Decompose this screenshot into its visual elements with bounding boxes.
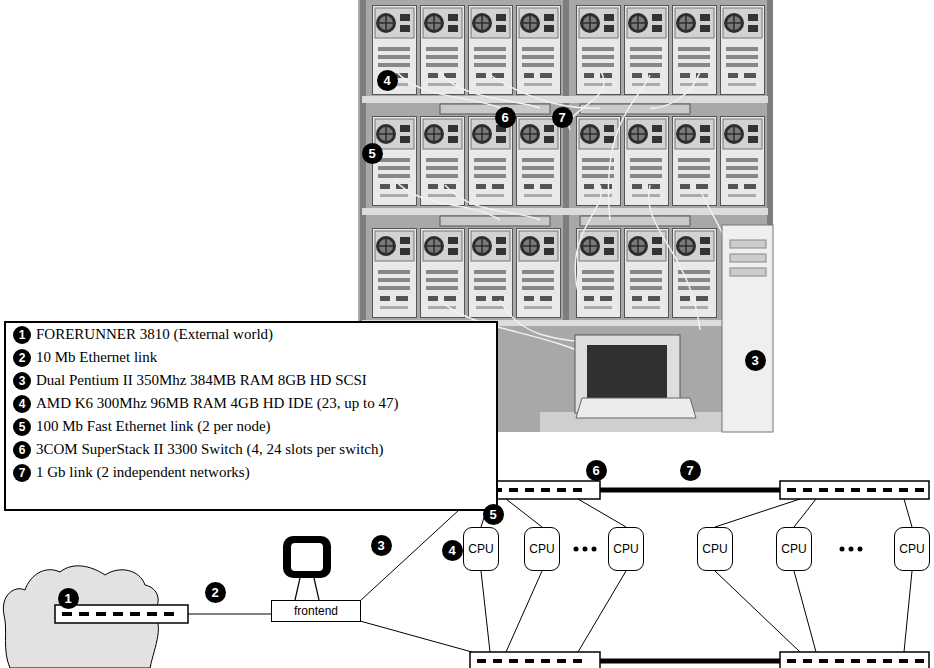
ethernet-link bbox=[188, 613, 272, 614]
switch-unit bbox=[580, 104, 690, 114]
pc-rear bbox=[577, 229, 621, 318]
frontend-link bbox=[360, 621, 472, 652]
keyboard bbox=[576, 398, 696, 418]
drive-bay bbox=[730, 254, 766, 262]
switch bbox=[470, 652, 600, 668]
pc-rear bbox=[421, 229, 465, 318]
cables bbox=[395, 70, 760, 360]
callout-number: 6 bbox=[586, 460, 607, 481]
callout-number: 4 bbox=[377, 70, 398, 91]
legend-text: 3COM SuperStack II 3300 Switch (4, 24 sl… bbox=[36, 441, 383, 458]
shelf bbox=[362, 208, 768, 215]
pc-rear bbox=[421, 6, 465, 95]
switch bbox=[780, 481, 929, 499]
node-label: CPU bbox=[781, 542, 806, 556]
legend-row: 5 100 Mb Fast Ethernet link (2 per node) bbox=[6, 415, 496, 438]
monitor-stand bbox=[295, 578, 319, 600]
callout-number: 7 bbox=[13, 464, 31, 482]
legend-row: 4 AMD K6 300Mhz 96MB RAM 4GB HD IDE (23, … bbox=[6, 392, 496, 415]
cpu-node: CPU bbox=[608, 527, 644, 571]
legend-text: AMD K6 300Mhz 96MB RAM 4GB HD IDE (23, u… bbox=[36, 395, 399, 412]
gigabit-link bbox=[600, 488, 780, 493]
pc-rear bbox=[625, 117, 669, 206]
legend-row: 1 FORERUNNER 3810 (External world) bbox=[6, 323, 496, 346]
callout-number: 7 bbox=[552, 107, 573, 128]
callout-number: 2 bbox=[13, 349, 31, 367]
legend-row: 7 1 Gb link (2 independent networks) bbox=[6, 461, 496, 484]
callout-number: 3 bbox=[13, 372, 31, 390]
callout-number: 5 bbox=[483, 504, 504, 525]
pc-rear bbox=[577, 6, 621, 95]
callout-number: 5 bbox=[13, 418, 31, 436]
legend-text: 1 Gb link (2 independent networks) bbox=[36, 464, 250, 481]
pc-rear bbox=[517, 6, 561, 95]
node-label: frontend bbox=[294, 604, 338, 618]
pc-rear bbox=[721, 6, 765, 95]
callout-number: 5 bbox=[362, 143, 383, 164]
legend-text: 100 Mb Fast Ethernet link (2 per node) bbox=[36, 418, 271, 435]
callout-number: 3 bbox=[745, 350, 766, 371]
rack-post bbox=[563, 0, 569, 322]
callout-number: 6 bbox=[13, 441, 31, 459]
pc-rear bbox=[517, 117, 561, 206]
tower-pc bbox=[722, 225, 773, 432]
monitor-icon-screen bbox=[291, 543, 323, 571]
external-switch bbox=[55, 605, 188, 623]
legend-text: 10 Mb Ethernet link bbox=[36, 349, 157, 366]
pc-rear bbox=[373, 6, 417, 95]
legend-row: 2 10 Mb Ethernet link bbox=[6, 346, 496, 369]
callout-number: 7 bbox=[680, 460, 701, 481]
cpu-node: CPU bbox=[894, 527, 930, 571]
pc-rear bbox=[373, 229, 417, 318]
legend-text: FORERUNNER 3810 (External world) bbox=[36, 326, 273, 343]
shelf bbox=[362, 96, 768, 103]
cpu-node: CPU bbox=[776, 527, 812, 571]
cpu-node: CPU bbox=[524, 527, 560, 571]
pc-rear bbox=[469, 117, 513, 206]
monitor-icon bbox=[283, 536, 331, 578]
switch-ports bbox=[477, 488, 924, 492]
pc-rear bbox=[673, 117, 717, 206]
frontend-link bbox=[360, 498, 472, 601]
pc-rear bbox=[469, 6, 513, 95]
node-label: CPU bbox=[468, 542, 493, 556]
drive-bay bbox=[730, 268, 766, 276]
legend-row: 3 Dual Pentium II 350Mhz 384MB RAM 8GB HD… bbox=[6, 369, 496, 392]
switch-ports bbox=[62, 612, 174, 616]
callout-number: 3 bbox=[371, 535, 392, 556]
drive-bay bbox=[730, 240, 766, 248]
pc-rear bbox=[673, 6, 717, 95]
cpu-node: CPU bbox=[697, 527, 733, 571]
gigabit-link bbox=[600, 659, 780, 664]
switch-unit bbox=[580, 216, 690, 226]
node-label: CPU bbox=[702, 542, 727, 556]
switch-ports bbox=[477, 659, 924, 663]
callout-number: 2 bbox=[205, 582, 226, 603]
pc-rear bbox=[721, 117, 765, 206]
callout-number: 1 bbox=[13, 326, 31, 344]
callout-number: 6 bbox=[495, 107, 516, 128]
node-label: CPU bbox=[899, 542, 924, 556]
cpu-node: CPU bbox=[463, 527, 499, 571]
switch bbox=[780, 652, 929, 668]
fast-ethernet-links bbox=[481, 499, 912, 652]
monitor-screen bbox=[587, 345, 667, 402]
legend-text: Dual Pentium II 350Mhz 384MB RAM 8GB HD … bbox=[36, 372, 367, 389]
pc-rear bbox=[625, 229, 669, 318]
frontend-box: frontend bbox=[271, 600, 361, 622]
legend-row: 6 3COM SuperStack II 3300 Switch (4, 24 s… bbox=[6, 438, 496, 461]
node-label: CPU bbox=[613, 542, 638, 556]
callout-number: 4 bbox=[442, 540, 463, 561]
callout-number: 4 bbox=[13, 395, 31, 413]
pc-rear bbox=[517, 229, 561, 318]
legend-box: 1 FORERUNNER 3810 (External world) 2 10 Mb … bbox=[4, 321, 498, 511]
callout-number: 1 bbox=[58, 588, 79, 609]
pc-rear bbox=[577, 117, 621, 206]
pc-rear bbox=[469, 229, 513, 318]
node-label: CPU bbox=[529, 542, 554, 556]
pc-rear bbox=[421, 117, 465, 206]
